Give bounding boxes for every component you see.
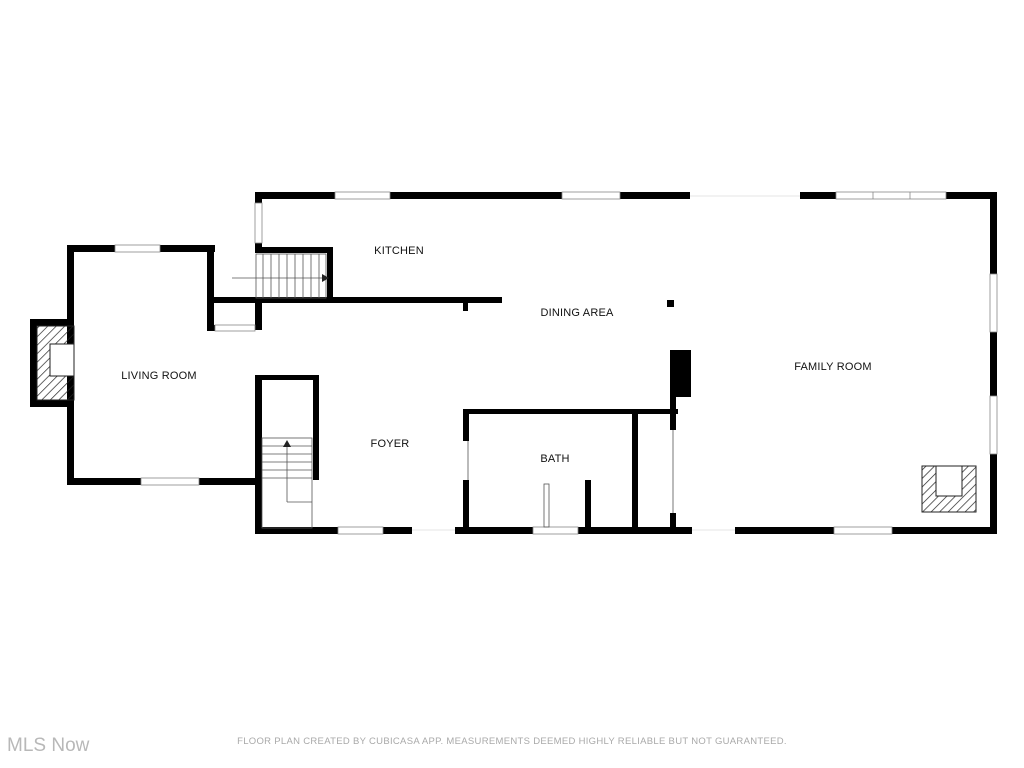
fireplace-icon <box>921 465 977 513</box>
stairs-icon <box>261 437 313 529</box>
windows <box>114 191 998 535</box>
floor-plan-disclaimer: FLOOR PLAN CREATED BY CUBICASA APP. MEAS… <box>237 736 787 747</box>
room-label-family-room: FAMILY ROOM <box>794 361 872 373</box>
room-label-kitchen: KITCHEN <box>374 245 424 257</box>
mls-now-watermark: MLS Now <box>7 735 90 756</box>
openings <box>254 191 800 535</box>
room-label-living-room: LIVING ROOM <box>121 370 197 382</box>
interior-walls <box>207 247 691 532</box>
room-label-bath: BATH <box>540 453 569 465</box>
stairs-icon <box>232 253 329 299</box>
room-label-dining-area: DINING AREA <box>540 307 614 319</box>
fireplace-icon <box>36 325 75 401</box>
room-label-foyer: FOYER <box>371 438 410 450</box>
